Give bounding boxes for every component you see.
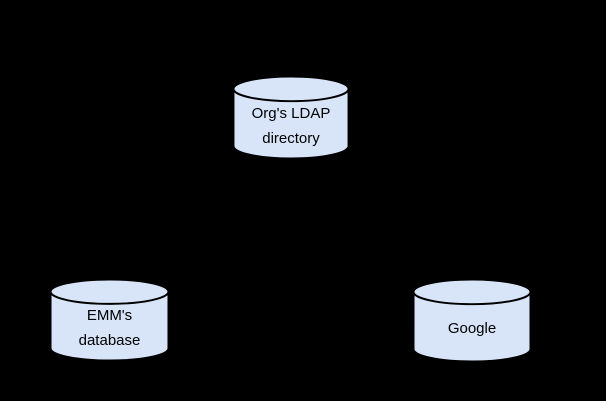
node-emm-database: EMM's database xyxy=(49,278,170,362)
node-ldap-directory: Org's LDAP directory xyxy=(232,75,350,160)
database-cylinder-icon xyxy=(232,75,350,160)
node-label-line: EMM's xyxy=(86,307,133,324)
node-label-line: directory xyxy=(262,129,320,147)
node-label-line: Org's LDAP xyxy=(251,104,331,122)
node-label-google: Google xyxy=(412,278,532,363)
database-cylinder-icon xyxy=(412,278,532,363)
node-label-emm: EMM's database xyxy=(49,278,170,362)
node-label-line: Google xyxy=(447,320,497,337)
node-google: Google xyxy=(412,278,532,363)
node-label-ldap: Org's LDAP directory xyxy=(232,75,350,160)
database-cylinder-icon xyxy=(49,278,170,362)
node-label-line: database xyxy=(78,332,141,349)
